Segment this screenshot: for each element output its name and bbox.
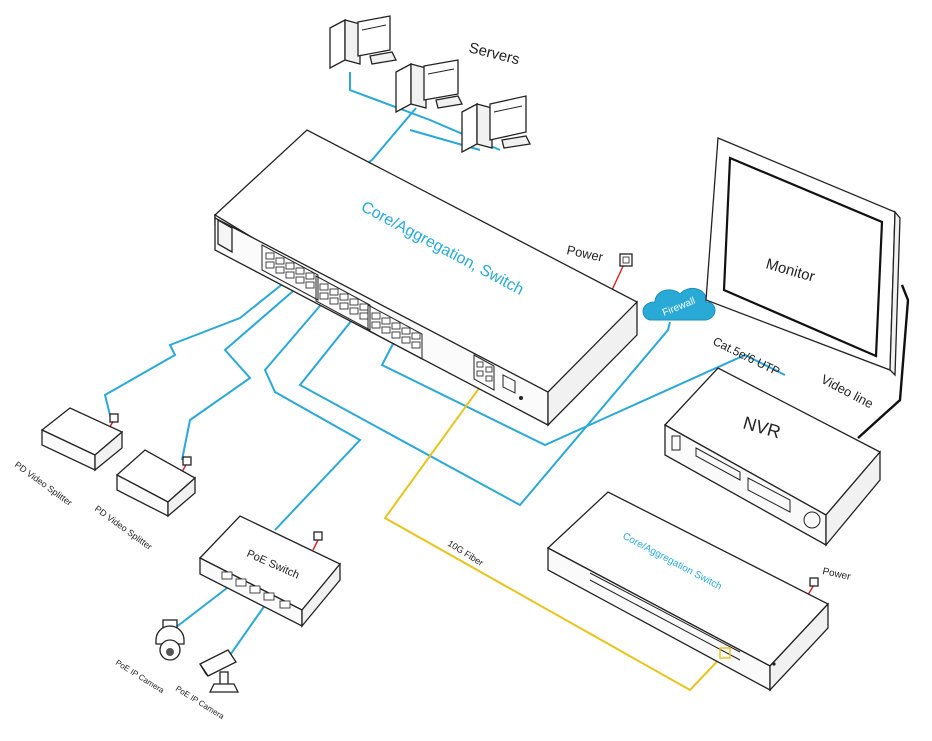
servers-label: Servers [467,39,521,68]
port-block-1 [261,244,319,301]
power-cable-poe-switch [312,539,319,551]
cable-to-nvr [380,339,786,447]
cable-to-pd-splitter-2 [181,284,301,461]
cables [103,72,910,692]
monitor [705,137,901,377]
cable-to-poe-switch [263,299,362,531]
poe-ip-camera-bullet [199,649,240,693]
video-line-cable [857,284,910,439]
power-cable-main [611,261,626,291]
power-secondary-label: Power [821,566,852,583]
pd-video-splitter-2 [115,449,197,518]
cable-to-pd-splitter-1 [103,277,291,416]
fiber-cable [383,379,729,692]
pd-splitter-1-label: PD Video Splitter [13,460,74,508]
server-2 [395,59,463,114]
poe-switch [198,515,342,628]
core-switch-main [213,129,638,427]
sfp-ports [473,354,523,400]
power-outlet-main [619,253,633,267]
port-block-3 [367,304,423,360]
nvr [663,367,882,547]
poe-camera-1-label: PoE IP Camera [114,658,166,695]
firewall-cloud [642,287,716,321]
pd-video-splitter-1 [40,407,124,472]
server-1 [329,15,397,70]
cable-to-camera-2 [227,597,271,659]
video-line-label: Video line [819,371,876,411]
server-cable-2 [361,107,417,168]
port-block-2 [315,275,371,331]
pd-splitter-2-label: PD Video Splitter [93,504,154,552]
server-3 [461,95,531,154]
core-switch-secondary [546,491,830,692]
power-main-label: Power [565,242,605,264]
cable-to-firewall [298,309,671,507]
poe-ip-camera-dome [155,619,185,661]
